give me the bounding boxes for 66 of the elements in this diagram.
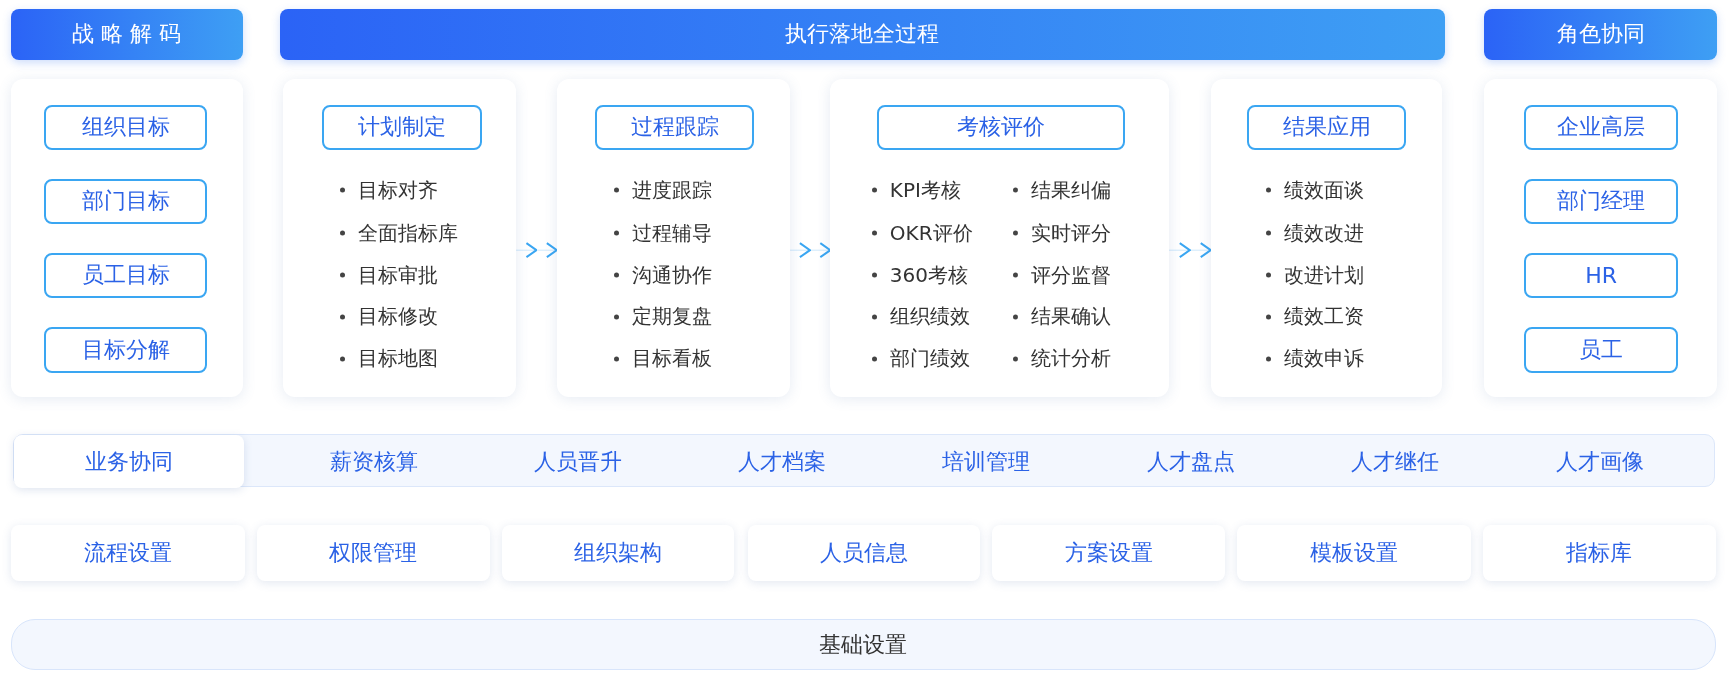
module-label: 培训管理 xyxy=(941,447,1030,476)
category-pill: 员工 xyxy=(1523,327,1679,373)
module-label: 人才盘点 xyxy=(1146,447,1235,476)
module-label: 人才继任 xyxy=(1350,447,1439,476)
setting-box: 权限管理 xyxy=(256,524,490,582)
category-pill: HR xyxy=(1523,252,1679,298)
bullet-item: 360考核 xyxy=(871,261,969,289)
setting-box: 模板设置 xyxy=(1237,524,1471,582)
bullet-item: 实时评分 xyxy=(1013,219,1111,247)
category-pill: 考核评价 xyxy=(876,104,1125,150)
category-pill: 部门经理 xyxy=(1523,178,1679,224)
chevron-arrow xyxy=(1168,242,1212,258)
category-pill: 员工目标 xyxy=(44,252,208,298)
bullet-item: 绩效改进 xyxy=(1265,219,1364,247)
bullet-item: 结果确认 xyxy=(1013,302,1111,330)
bullet-item: 绩效工资 xyxy=(1265,302,1364,330)
bullet-item: OKR评价 xyxy=(871,219,973,247)
section-header: 战 略 解 码 xyxy=(11,8,243,60)
bullet-item: 进度跟踪 xyxy=(613,176,712,204)
section-header: 执行落地全过程 xyxy=(280,8,1445,60)
module-label: 人才档案 xyxy=(737,447,826,476)
category-pill: 部门目标 xyxy=(44,178,208,224)
bullet-item: 目标看板 xyxy=(613,344,712,372)
setting-box: 指标库 xyxy=(1483,524,1716,582)
card-panel xyxy=(1484,79,1717,397)
bullet-item: 目标审批 xyxy=(340,261,439,289)
category-pill: 过程跟踪 xyxy=(595,104,755,150)
bullet-item: 目标修改 xyxy=(340,302,439,330)
category-pill: 组织目标 xyxy=(44,104,208,150)
module-label: 人才画像 xyxy=(1555,447,1644,476)
bullet-item: 沟通协作 xyxy=(613,261,712,289)
bullet-item: 绩效申诉 xyxy=(1265,344,1364,372)
setting-box: 组织架构 xyxy=(501,524,735,582)
module-label: 人员晋升 xyxy=(533,447,622,476)
bullet-item: 统计分析 xyxy=(1013,344,1111,372)
card-panel xyxy=(556,79,790,397)
bullet-item: 改进计划 xyxy=(1265,261,1364,289)
bullet-item: 定期复盘 xyxy=(613,302,712,330)
bullet-item: 结果纠偏 xyxy=(1013,176,1111,204)
bullet-item: KPI考核 xyxy=(871,176,961,204)
bullet-item: 全面指标库 xyxy=(340,219,459,247)
chevron-arrow xyxy=(789,242,831,258)
bullet-item: 评分监督 xyxy=(1013,261,1111,289)
chevron-arrow xyxy=(515,242,558,258)
setting-box: 方案设置 xyxy=(992,524,1226,582)
setting-box: 流程设置 xyxy=(11,524,245,582)
bullet-item: 部门绩效 xyxy=(871,344,970,372)
section-header: 角色协同 xyxy=(1484,8,1717,60)
bullet-item: 过程辅导 xyxy=(613,219,712,247)
module-band xyxy=(13,434,1715,488)
category-pill: 企业高层 xyxy=(1523,104,1679,150)
module-label: 薪资核算 xyxy=(329,447,418,476)
category-pill: 目标分解 xyxy=(44,327,208,373)
bullet-item: 绩效面谈 xyxy=(1265,176,1364,204)
bullet-item: 目标对齐 xyxy=(340,176,439,204)
category-pill: 结果应用 xyxy=(1247,104,1406,150)
card-panel xyxy=(283,79,517,397)
card-panel xyxy=(11,79,243,397)
card-panel xyxy=(1210,79,1443,397)
setting-box: 人员信息 xyxy=(747,524,981,582)
bullet-item: 组织绩效 xyxy=(871,302,970,330)
foundation-bar: 基础设置 xyxy=(11,618,1716,671)
module-tab: 业务协同 xyxy=(14,435,244,489)
category-pill: 计划制定 xyxy=(321,104,482,150)
card-panel xyxy=(830,79,1169,397)
bullet-item: 目标地图 xyxy=(340,344,439,372)
